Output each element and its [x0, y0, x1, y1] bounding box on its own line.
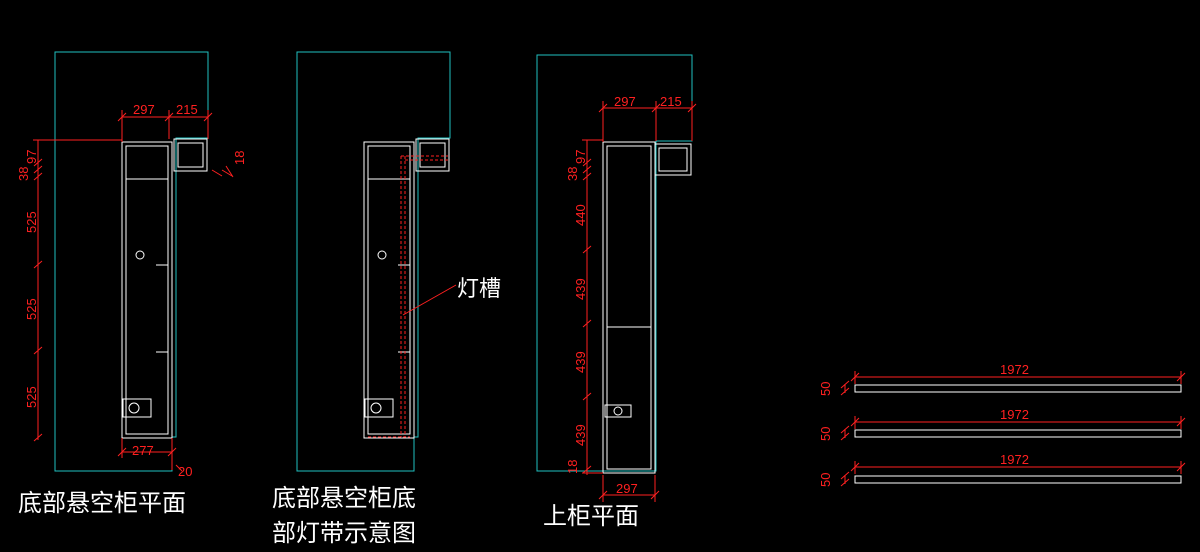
strip-width-text: 50 [818, 473, 833, 487]
leader-line [402, 284, 457, 316]
strip-width-text: 50 [818, 427, 833, 441]
strips [840, 371, 1186, 487]
strip [854, 429, 1182, 438]
cabinet-body [121, 138, 208, 439]
strip-length-text: 1972 [1000, 407, 1029, 422]
dimension-lines [840, 371, 1186, 487]
light-slot-label: 灯槽 [457, 277, 502, 302]
strip [854, 384, 1182, 393]
room-outline [296, 51, 451, 472]
dim-text: 439 [573, 278, 588, 300]
view-light-plan [296, 51, 457, 472]
dim-text: 97 [24, 150, 39, 164]
strip-length-text: 1972 [1000, 452, 1029, 467]
light-slot [368, 155, 448, 438]
strip-length-text: 1972 [1000, 362, 1029, 377]
dimension-texts: 297 215 38 97 525 525 525 18 277 20 297 … [16, 94, 1029, 496]
dimension-lines [582, 101, 697, 502]
view-bottom-plan [33, 51, 234, 472]
dimension-lines [33, 110, 234, 472]
view-title-bottom-plan: 底部悬空柜平面 [18, 489, 186, 517]
dim-text: 18 [232, 151, 247, 165]
view-title-light-plan-line1: 底部悬空柜底 [272, 484, 416, 512]
dim-text: 215 [660, 94, 682, 109]
view-title-light-plan-line2: 部灯带示意图 [272, 519, 416, 547]
dim-text: 18 [565, 460, 580, 474]
dim-text: 38 [565, 167, 580, 181]
dim-text: 297 [614, 94, 636, 109]
strip-width-text: 50 [818, 382, 833, 396]
dim-text: 525 [24, 386, 39, 408]
dim-text: 20 [178, 464, 192, 479]
dim-text: 439 [573, 424, 588, 446]
room-outline [54, 51, 209, 472]
strip [854, 475, 1182, 484]
dim-text: 97 [573, 150, 588, 164]
view-upper-plan [536, 54, 697, 502]
dim-text: 297 [133, 102, 155, 117]
dim-text: 439 [573, 351, 588, 373]
cabinet-body [602, 141, 692, 474]
cabinet-body [363, 138, 450, 439]
view-title-upper-plan: 上柜平面 [543, 502, 639, 530]
dim-text: 297 [616, 481, 638, 496]
dim-text: 38 [16, 167, 31, 181]
dim-text: 440 [573, 204, 588, 226]
dim-text: 525 [24, 211, 39, 233]
dim-text: 525 [24, 298, 39, 320]
dim-text: 277 [132, 443, 154, 458]
dim-text: 215 [176, 102, 198, 117]
